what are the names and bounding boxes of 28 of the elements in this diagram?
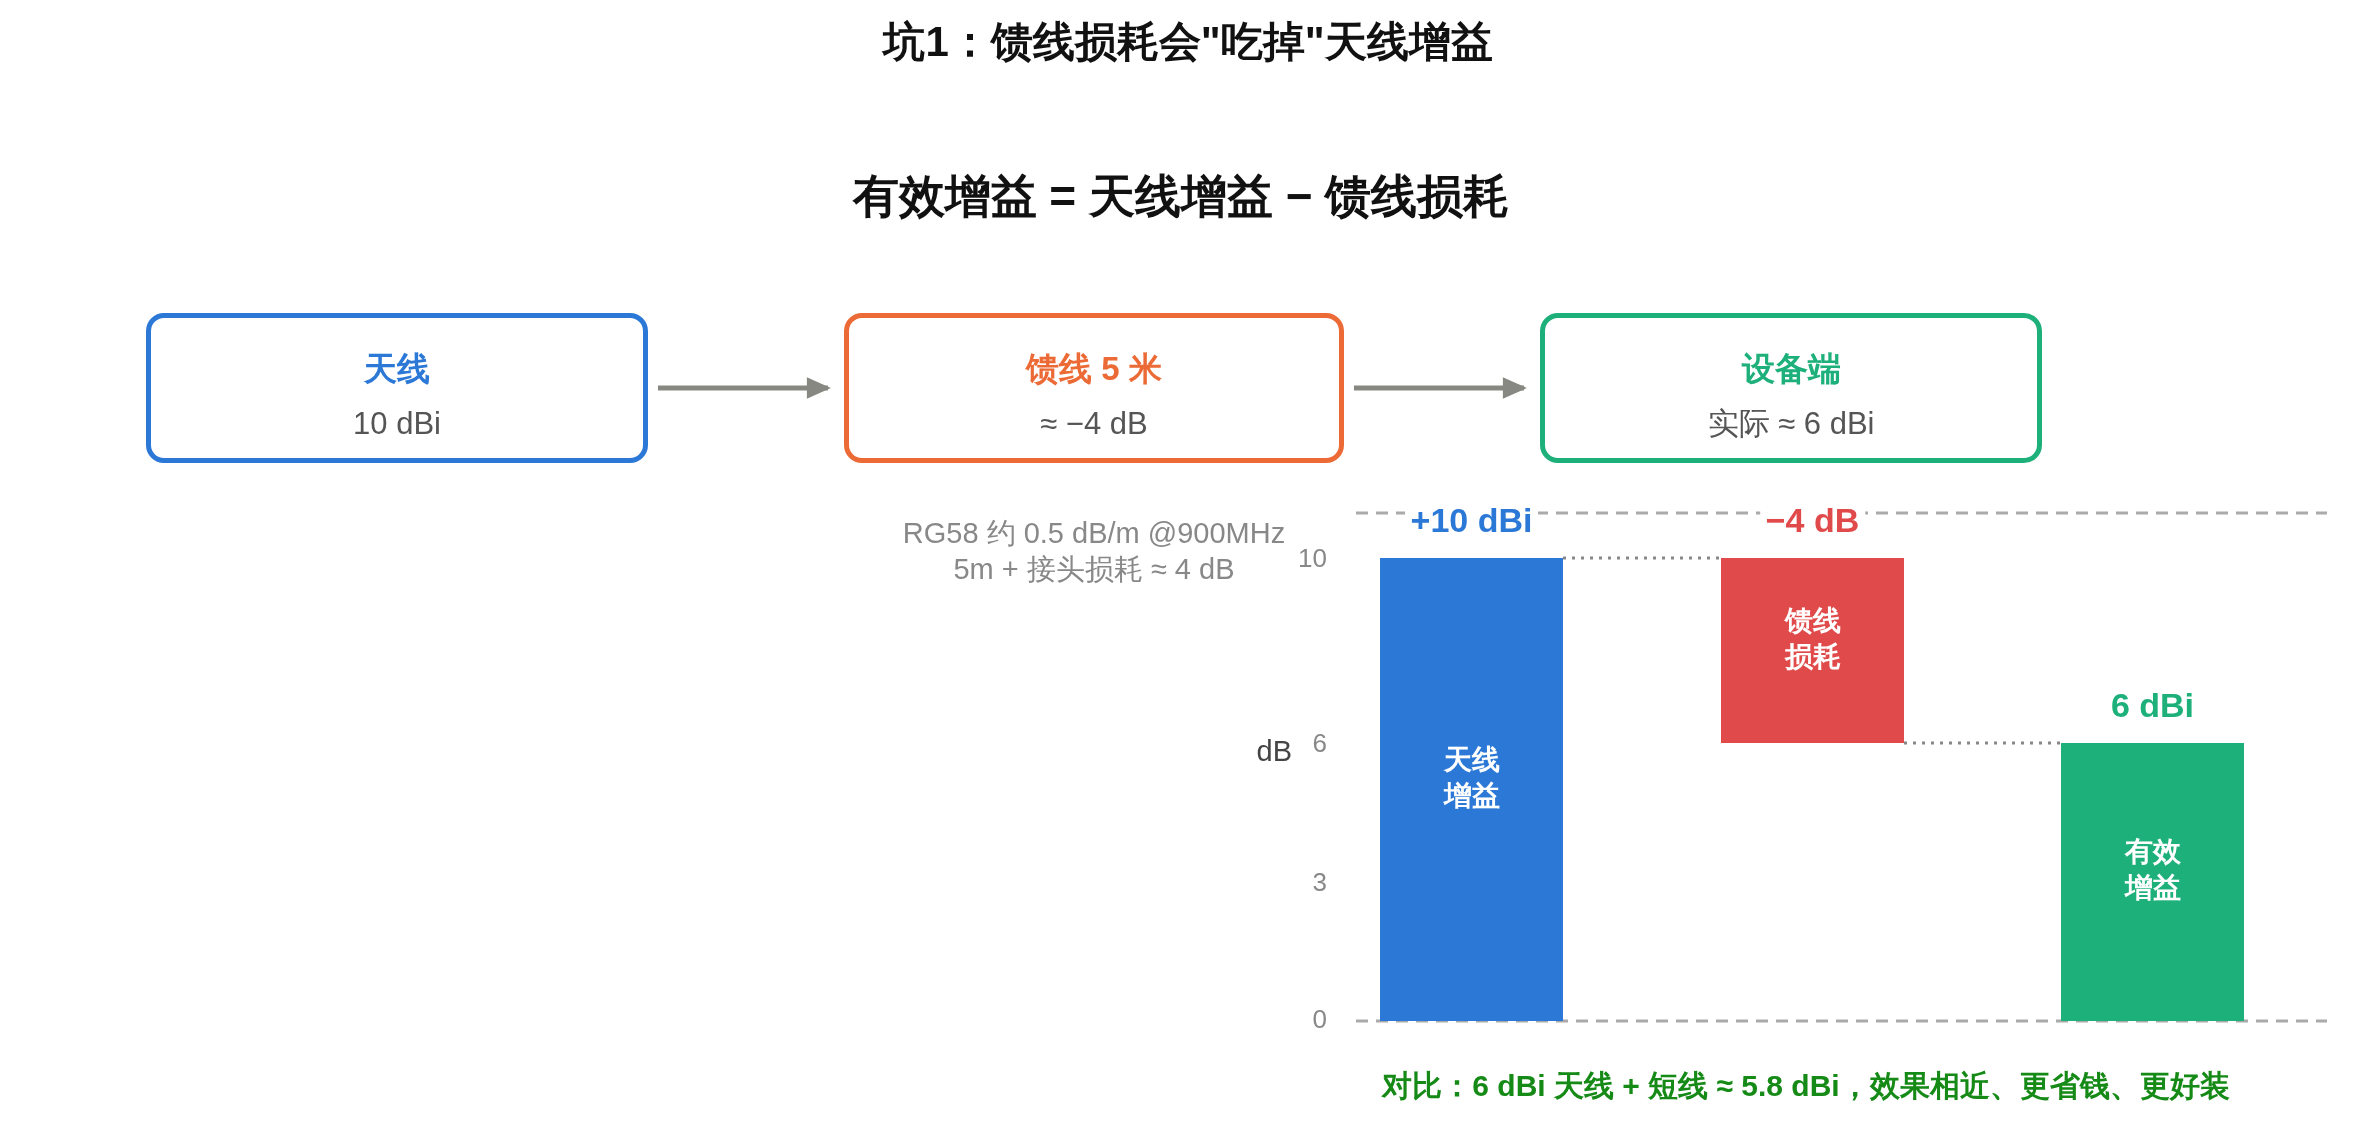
bar-label: 有效增益 [2123,835,2182,905]
bar [1721,558,1904,743]
arrow [658,377,831,399]
tick-label: 10 [1298,542,1327,574]
arrow [1354,377,1527,399]
formula-heading: 有效增益 = 天线增益 − 馈线损耗 [852,169,1510,224]
title: 坑1：馈线损耗会"吃掉"天线增益 [883,17,1493,67]
note-text: 对比：6 dBi 天线 + 短线 ≈ 5.8 dBi，效果相近、更省钱、更好装 [1382,1067,2230,1104]
box-title: 馈线 5 米 [1026,348,1162,389]
rounded-box [146,313,648,463]
rounded-box [844,313,1344,463]
value-text: 10 dBi [353,404,441,443]
bar [2061,743,2244,1021]
tick-label: 6 [1312,727,1327,759]
tick-label: 0 [1312,1003,1327,1035]
value-text: ≈ −4 dB [1040,404,1148,443]
bar-label: 馈线损耗 [1783,603,1842,674]
bar [1380,558,1563,1021]
rounded-box [1540,313,2042,463]
box-title: 天线 [364,348,430,389]
connector-line [1904,741,2061,745]
connector-line [1563,556,1721,560]
value-text: 实际 ≈ 6 dBi [1707,404,1875,443]
note-text: RG58 约 0.5 dB/m @900MHz 5m + 接头损耗 ≈ 4 dB [901,516,1287,587]
axis-label: dB [1256,734,1292,768]
bar-label: 天线增益 [1442,742,1501,813]
tick-label: 3 [1312,866,1327,898]
box-title: 设备端 [1741,348,1841,389]
